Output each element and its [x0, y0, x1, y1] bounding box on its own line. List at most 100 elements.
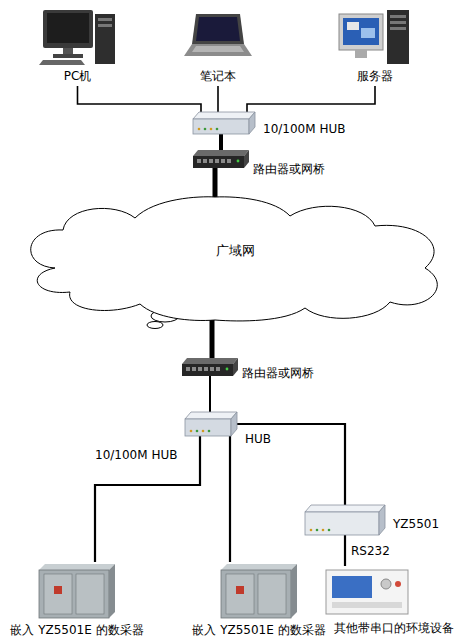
hub-front: [185, 419, 231, 436]
router-port: [227, 159, 231, 163]
cabinet-door: [76, 574, 104, 614]
keyboard: [39, 60, 85, 65]
hub-front: [305, 512, 379, 535]
hub-top: [185, 412, 237, 419]
pc-icon: [35, 8, 120, 66]
router-side: [233, 358, 238, 376]
node-label: 服务器: [357, 69, 393, 83]
collector-node: 嵌入 YZ5501E 的数采器: [3, 562, 151, 640]
monitor-stand: [53, 54, 83, 58]
router-port: [186, 367, 190, 371]
cab-icon: [185, 562, 333, 620]
cabinet-side: [291, 564, 297, 618]
router-icon: [193, 150, 249, 168]
node-label: 笔记本: [200, 69, 236, 83]
network-link: [78, 86, 202, 112]
network-link: [213, 168, 218, 197]
drive-slot: [98, 24, 112, 27]
laptop-icon: [178, 8, 258, 66]
router-port: [221, 159, 225, 163]
hub-side: [249, 112, 255, 134]
node-label: 其他带串口的环境设备: [334, 621, 454, 635]
network-link: [247, 86, 375, 112]
router-node: 路由器或网桥: [193, 150, 249, 168]
status-light: [210, 128, 213, 131]
cabinet-badge: [236, 586, 244, 594]
status-light: [202, 430, 205, 433]
cloud-puff: [147, 322, 163, 329]
edge-label: RS232: [351, 544, 390, 558]
network-link: [219, 134, 223, 150]
cab-icon: [3, 562, 151, 620]
pc-tower: [95, 14, 115, 64]
device-light: [395, 581, 401, 587]
status-light: [196, 430, 199, 433]
router-port: [197, 159, 201, 163]
router-node: 路由器或网桥: [182, 358, 238, 376]
device-node: 其他带串口的环境设备: [318, 566, 469, 640]
hub-icon: [185, 412, 237, 436]
status-light: [310, 529, 313, 532]
cabinet-top: [39, 564, 115, 570]
drive-slot: [98, 18, 112, 21]
monitor-screen: [47, 13, 89, 43]
router-port: [216, 367, 220, 371]
status-light: [208, 430, 211, 433]
status-light: [316, 529, 319, 532]
router-port: [192, 367, 196, 371]
converter-node: YZ5501: [305, 505, 385, 535]
drive-slot: [390, 21, 406, 24]
network-link: [229, 436, 231, 562]
cabinet-front: [39, 570, 109, 618]
device-knob: [381, 579, 391, 589]
node-label: 嵌入 YZ5501E 的数采器: [192, 623, 325, 637]
cabinet-top: [221, 564, 297, 570]
cabinet-door: [44, 574, 72, 614]
node-label: 嵌入 YZ5501E 的数采器: [10, 623, 143, 637]
cloud-outline: [31, 197, 438, 321]
network-link: [237, 424, 345, 505]
node-label: HUB: [245, 432, 271, 446]
hub-side: [231, 412, 237, 436]
hub-node: 10/100M HUB: [193, 112, 255, 134]
server-icon: [335, 8, 415, 66]
hub-side: [379, 505, 385, 535]
cabinet-door: [258, 574, 286, 614]
monitor-body: [43, 10, 93, 48]
network-link: [95, 436, 200, 562]
wan-cloud: 广域网: [15, 196, 455, 324]
cabinet-badge: [54, 586, 62, 594]
cloud-icon: [15, 196, 455, 324]
hub-icon: [193, 112, 255, 134]
router-top: [182, 358, 238, 364]
node-label: 10/100M HUB: [263, 122, 345, 136]
node-label: 广域网: [15, 244, 455, 258]
node-label: PC机: [64, 69, 92, 83]
network-link: [210, 320, 215, 358]
status-light: [198, 128, 201, 131]
router-front: [193, 156, 244, 168]
router-port: [198, 367, 202, 371]
drive-slot: [390, 15, 406, 18]
status-light: [328, 529, 331, 532]
node-label: 10/100M HUB: [95, 448, 177, 462]
monitor-screen: [343, 18, 379, 45]
router-top: [193, 150, 249, 156]
network-link: [209, 376, 211, 412]
monitor-stand: [355, 50, 367, 58]
hub-front: [193, 119, 249, 134]
status-light: [237, 160, 240, 163]
laptop-node: 笔记本: [178, 8, 258, 86]
router-port: [204, 367, 208, 371]
server-tower: [387, 10, 409, 64]
node-label: 路由器或网桥: [242, 366, 314, 380]
node-label: YZ5501: [393, 517, 439, 531]
laptop-lid: [192, 14, 244, 44]
cabinet-front: [221, 570, 291, 618]
cabinet-side: [109, 564, 115, 618]
status-light: [226, 368, 229, 371]
network-link: [217, 86, 219, 112]
router-port: [203, 159, 207, 163]
